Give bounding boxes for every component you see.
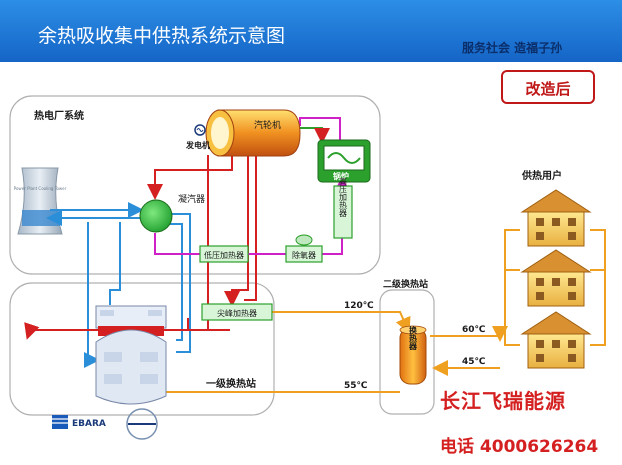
peak-heater (201, 303, 273, 321)
house-3 (520, 311, 592, 369)
turbine-label: 汽轮机 (254, 119, 281, 131)
temp-60-label: 60℃ (462, 325, 486, 335)
condenser (139, 199, 173, 233)
primary-station-region (9, 282, 275, 416)
absorption-heat-pump (95, 305, 167, 405)
boiler-label: 锅炉 (332, 171, 349, 181)
cooling-water-pipes (46, 202, 191, 368)
generator-label: 发电机 (185, 140, 210, 150)
generator-icon (194, 124, 206, 136)
ebara-logo-text: EBARA (72, 419, 106, 429)
secondary-station-region (379, 289, 435, 415)
house-1 (520, 189, 592, 247)
deaerator-label: 除氧器 (292, 250, 316, 260)
deaerator (285, 234, 323, 263)
condenser-label: 凝汽器 (178, 193, 205, 205)
hp-heater-label: 高压加热器 (339, 176, 348, 218)
users-label: 供热用户 (521, 169, 562, 182)
brand-name: 长江飞瑞能源 (440, 389, 566, 413)
temp-120-label: 120℃ (344, 301, 374, 311)
contact-phone: 电话 4000626264 (440, 437, 599, 457)
steam-turbine (205, 109, 301, 157)
feedwater-pipes (154, 117, 350, 255)
lp-heater-label: 低压加热器 (204, 250, 244, 260)
steam-pipes (24, 148, 257, 340)
after-retrofit-badge: 改造后 (501, 70, 595, 104)
header-bar: 余热吸收集中供热系统示意图 服务社会 造福子孙 (0, 0, 622, 62)
company-emblem-logo (126, 408, 158, 440)
cooling-tower-caption: Power Plant Cooling Tower (14, 186, 67, 191)
ebara-logo (52, 415, 68, 429)
plant-area-label: 热电厂系统 (34, 109, 84, 122)
lp-heater (199, 245, 249, 263)
secondary-heat-exchanger (399, 325, 427, 385)
house-2 (520, 249, 592, 307)
peak-heater-label: 尖峰加热器 (217, 308, 257, 318)
temp-45-label: 45℃ (462, 357, 486, 367)
slogan: 服务社会 造福子孙 (462, 41, 563, 55)
page-title: 余热吸收集中供热系统示意图 (38, 25, 286, 47)
cooling-tower (17, 167, 63, 235)
temp-55-label: 55℃ (344, 381, 368, 391)
exchanger-label: 换热器 (408, 325, 418, 351)
primary-station-label: 一级换热站 (206, 377, 256, 390)
boiler-steam-pipe (300, 127, 330, 144)
secondary-station-label: 二级换热站 (383, 278, 428, 290)
power-plant-region (9, 95, 381, 275)
hp-heater (333, 185, 353, 239)
boiler (317, 139, 371, 183)
